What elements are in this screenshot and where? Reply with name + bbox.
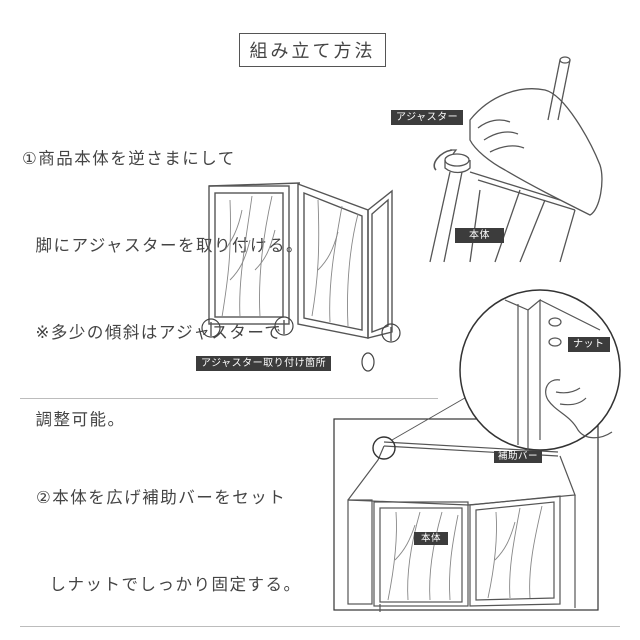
page-title: 組み立て方法 <box>239 33 386 67</box>
step1-instructions: ①商品本体を逆さまにして 脚にアジャスターを取り付ける。 ※多少の傾斜はアジャス… <box>22 86 304 463</box>
step1-line-4: 調整可能。 <box>22 410 126 429</box>
label-adjuster-mount-points: アジャスター取り付け箇所 <box>196 356 332 371</box>
label-nut: ナット <box>568 337 610 352</box>
step2-line-2: しナットでしっかり固定する。 <box>36 575 302 594</box>
section-divider-1 <box>20 398 438 399</box>
label-body-step1: 本体 <box>455 228 504 243</box>
label-body-step2: 本体 <box>414 532 449 545</box>
step1-line-2: 脚にアジャスターを取り付ける。 <box>22 236 305 255</box>
label-support-bar: 補助バー <box>494 451 543 463</box>
step2-line-1: ②本体を広げ補助バーをセット <box>36 488 287 507</box>
section-divider-2 <box>20 626 620 627</box>
step1-line-1: ①商品本体を逆さまにして <box>22 149 236 168</box>
step2-instructions: ②本体を広げ補助バーをセット しナットでしっかり固定する。 <box>36 425 302 628</box>
label-adjuster: アジャスター <box>391 110 464 125</box>
